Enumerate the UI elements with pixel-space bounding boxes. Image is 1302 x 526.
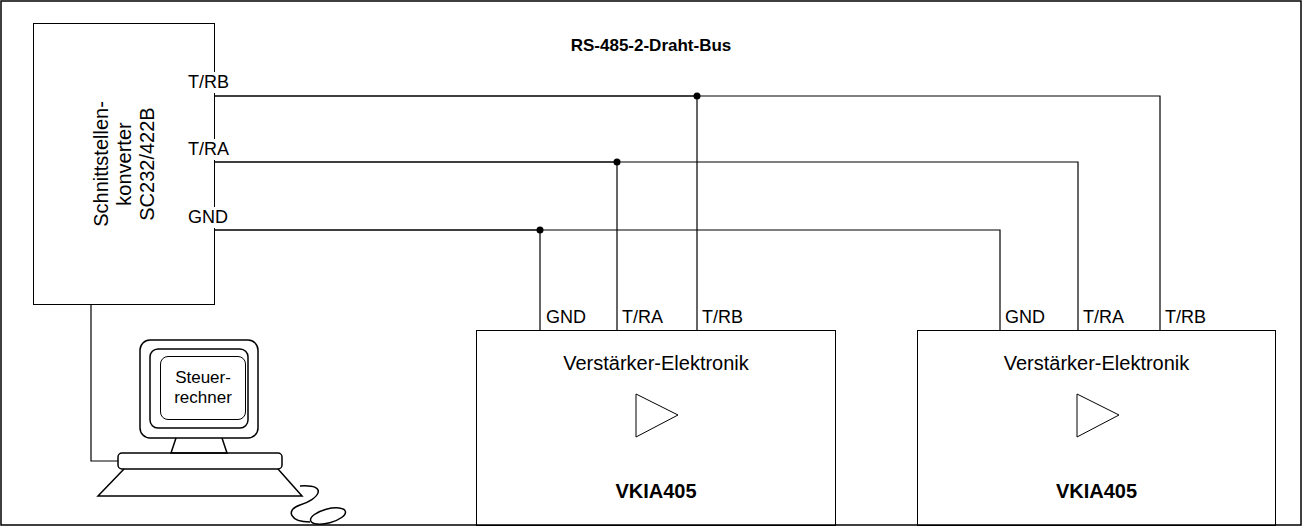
computer-case	[118, 453, 282, 469]
pin-name: GND	[545, 307, 587, 328]
pin-name: GND	[1004, 307, 1046, 328]
amplifier-triangle	[1077, 394, 1119, 437]
pin-name: T/RA	[621, 307, 664, 328]
amplifier-box: Verstärker-ElektronikVKIA405	[476, 330, 836, 526]
amplifier-symbols	[636, 394, 1119, 437]
bus-wire	[215, 230, 540, 330]
junction-dot	[694, 93, 701, 100]
signal-name: GND	[187, 207, 229, 228]
pin-name: T/RA	[1082, 307, 1125, 328]
bus-wire	[215, 230, 1000, 330]
junction-dot	[537, 227, 544, 234]
model-number: VKIA405	[1056, 479, 1137, 503]
amplifier-label: Verstärker-Elektronik	[563, 351, 749, 375]
mouse-cable	[291, 486, 318, 522]
monitor-bezel	[150, 349, 248, 428]
amplifier-label: Verstärker-Elektronik	[1004, 351, 1190, 375]
bus-wire	[215, 162, 1078, 330]
signal-name: T/RB	[187, 72, 230, 93]
serial-cable	[91, 305, 118, 461]
converter-label: Schnittstellen- konverter SC232/422B	[90, 79, 159, 249]
monitor-screen: Steuer- rechner	[160, 356, 246, 420]
bus-wire	[215, 162, 617, 330]
amplifier-box: Verstärker-ElektronikVKIA405	[917, 330, 1276, 526]
computer-illustration	[98, 340, 347, 526]
amplifier-triangle	[636, 394, 678, 437]
bus-title: RS-485-2-Draht-Bus	[571, 36, 732, 56]
signal-name: T/RA	[187, 139, 230, 160]
bus-wire	[215, 96, 1160, 330]
bus-wire	[215, 96, 697, 330]
pin-name: T/RB	[1164, 307, 1207, 328]
junction-dot	[614, 159, 621, 166]
computer-label: Steuer- rechner	[161, 368, 245, 408]
monitor-stand	[171, 438, 227, 453]
junction-dots	[537, 93, 701, 234]
converter-box: Schnittstellen- konverter SC232/422B	[33, 23, 215, 305]
monitor-housing	[140, 340, 258, 438]
keyboard	[98, 469, 302, 496]
pin-name: T/RB	[701, 307, 744, 328]
mouse	[309, 505, 347, 526]
model-number: VKIA405	[615, 479, 696, 503]
